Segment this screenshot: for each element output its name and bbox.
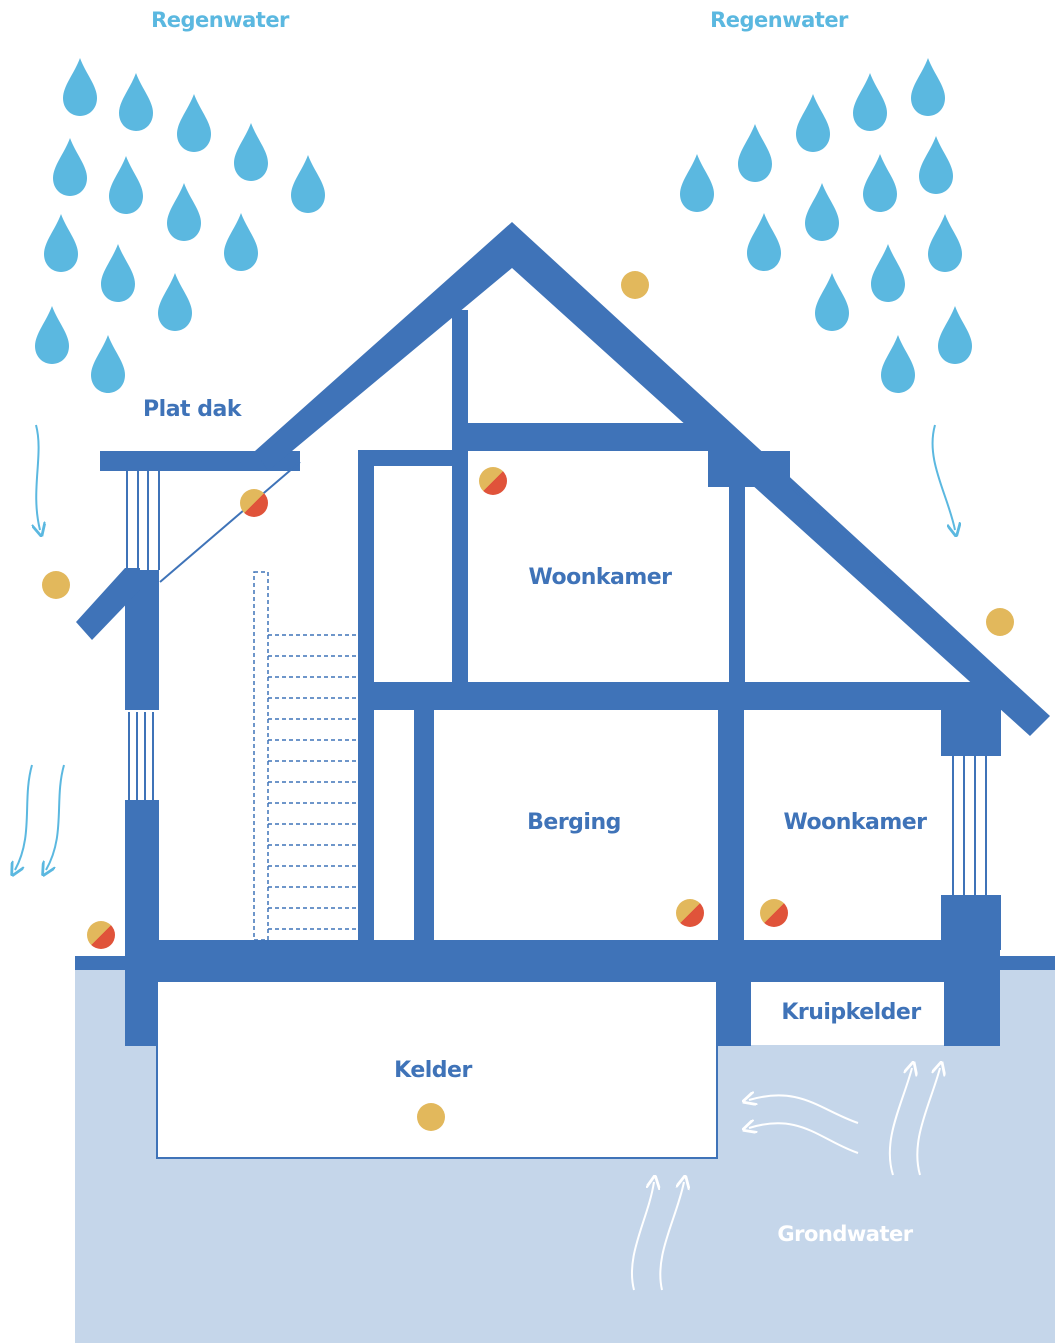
groundwater-label: Grondwater	[777, 1222, 913, 1246]
right-wall-lower	[941, 895, 1001, 950]
knee-wall-top	[708, 451, 790, 487]
raindrop-icon	[44, 214, 78, 272]
raindrop-icon	[911, 58, 945, 116]
flat-roof-label: Plat dak	[143, 397, 241, 422]
raindrop-icon	[747, 213, 781, 271]
yellow-red-dot-icon	[240, 489, 268, 517]
raindrops-right	[680, 58, 972, 393]
raindrop-icon	[63, 58, 97, 116]
water-flow-arrow-icon	[916, 1068, 940, 1176]
living-room-label: Woonkamer	[783, 810, 927, 835]
right-attic-post	[729, 470, 745, 685]
flat-roof	[100, 451, 300, 471]
right-window	[952, 756, 987, 895]
raindrop-icon	[119, 73, 153, 131]
rain-label-left: Regenwater	[151, 8, 289, 32]
raindrops-left	[35, 58, 325, 393]
water-flow-arrow-icon	[659, 1182, 684, 1291]
water-flow-arrow-icon	[15, 764, 33, 870]
yellow-dot-icon	[621, 271, 649, 299]
yellow-dot-icon	[417, 1103, 445, 1131]
yellow-red-dot-icon	[479, 467, 507, 495]
first-floor-slab	[358, 682, 1013, 710]
markers	[42, 271, 1014, 1131]
left-roof-line	[159, 461, 301, 583]
raindrop-icon	[871, 244, 905, 302]
attic-beam	[455, 423, 728, 451]
rain-label-right: Regenwater	[710, 8, 848, 32]
raindrop-icon	[224, 213, 258, 271]
crawlspace-label: Kruipkelder	[781, 1000, 921, 1025]
raindrop-icon	[101, 244, 135, 302]
raindrop-icon	[815, 273, 849, 331]
raindrop-icon	[796, 94, 830, 152]
attic-room-label: Woonkamer	[528, 565, 672, 590]
attic-post	[452, 310, 468, 685]
raindrop-icon	[853, 73, 887, 131]
raindrop-icon	[738, 124, 772, 182]
staircase	[253, 571, 358, 941]
yellow-red-dot-icon	[676, 899, 704, 927]
raindrop-icon	[805, 183, 839, 241]
water-flow-arrow-icon	[931, 424, 955, 530]
crawlspace	[751, 975, 944, 1045]
basement-label: Kelder	[394, 1058, 472, 1083]
left-window	[126, 470, 160, 800]
storage-label: Berging	[527, 810, 621, 835]
raindrop-icon	[234, 123, 268, 181]
ground-floor-slab	[125, 940, 1000, 982]
inner-wall-2	[718, 705, 744, 945]
raindrop-icon	[158, 273, 192, 331]
raindrop-icon	[680, 154, 714, 212]
water-flow-arrow-icon	[749, 1095, 859, 1124]
raindrop-icon	[863, 154, 897, 212]
raindrop-icon	[881, 335, 915, 393]
raindrop-icon	[938, 306, 972, 364]
raindrop-icon	[928, 214, 962, 272]
yellow-red-dot-icon	[87, 921, 115, 949]
inner-wall-1	[414, 705, 434, 945]
right-wall-upper	[941, 700, 1001, 756]
yellow-dot-icon	[42, 571, 70, 599]
rain-flow-arrows	[15, 424, 955, 870]
right-roof-line	[789, 485, 1013, 687]
yellow-dot-icon	[986, 608, 1014, 636]
closet-top	[358, 450, 463, 466]
left-wall-lower	[125, 800, 159, 945]
gable-roof	[255, 222, 1050, 736]
water-flow-arrow-icon	[888, 1068, 912, 1176]
raindrop-icon	[167, 183, 201, 241]
raindrop-icon	[919, 136, 953, 194]
raindrop-icon	[53, 138, 87, 196]
left-eave	[76, 568, 140, 640]
raindrop-icon	[291, 155, 325, 213]
water-flow-arrow-icon	[46, 764, 65, 870]
water-flow-arrow-icon	[630, 1182, 654, 1291]
raindrop-icon	[35, 306, 69, 364]
yellow-red-dot-icon	[760, 899, 788, 927]
raindrop-icon	[177, 94, 211, 152]
water-flow-arrow-icon	[749, 1123, 859, 1154]
water-flow-arrow-icon	[36, 424, 40, 530]
raindrop-icon	[109, 156, 143, 214]
raindrop-icon	[91, 335, 125, 393]
groundwater-flow-arrows	[630, 1068, 940, 1291]
